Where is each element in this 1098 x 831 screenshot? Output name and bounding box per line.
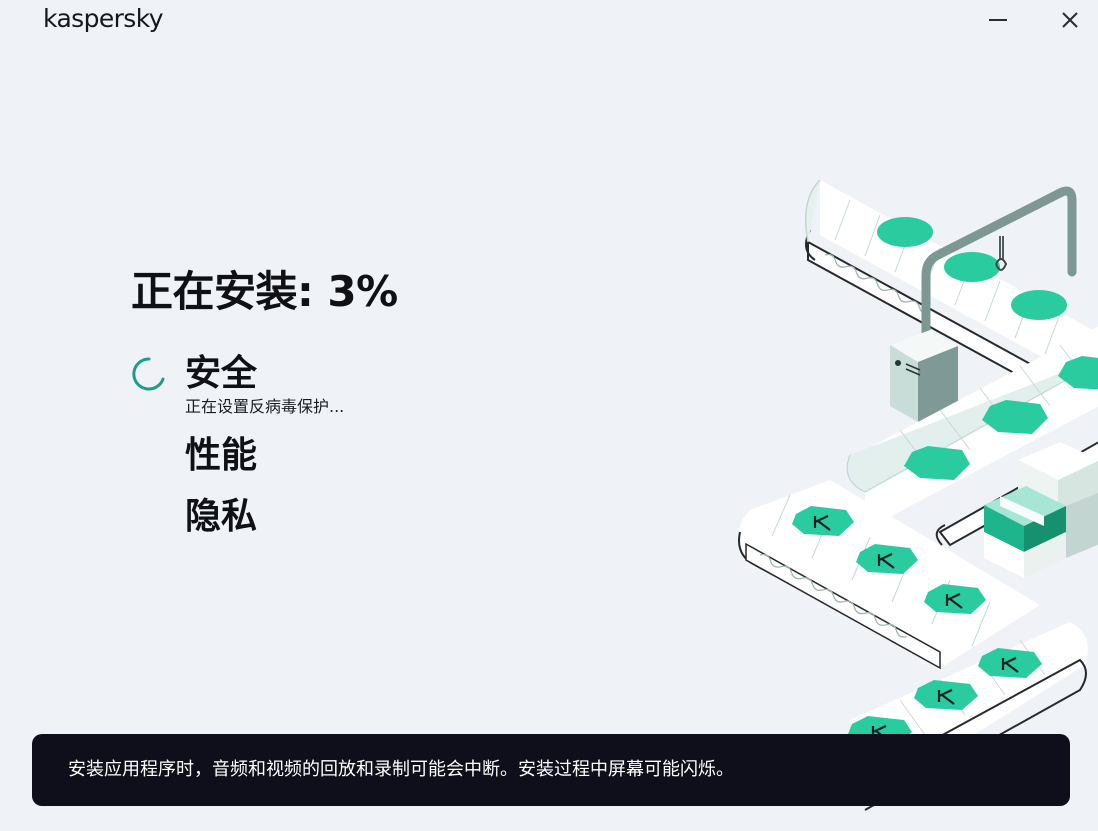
conveyor-belt-lower	[738, 480, 1040, 670]
kaspersky-logo: kaspersky	[43, 4, 164, 33]
step-security-detail: 正在设置反病毒保护...	[185, 397, 345, 416]
conveyor-illustration	[738, 179, 1098, 811]
step-performance-label: 性能	[185, 435, 258, 476]
step-privacy-label: 隐私	[185, 496, 258, 537]
install-progress-title: 正在安装: 3%	[131, 267, 398, 316]
close-icon	[1062, 12, 1078, 28]
robotic-arm	[890, 186, 1077, 422]
minimize-button[interactable]	[984, 6, 1012, 34]
package-boxes	[984, 442, 1098, 578]
minimize-icon	[989, 19, 1007, 21]
notice-text: 安装应用程序时，音频和视频的回放和录制可能会中断。安装过程中屏幕可能闪烁。	[68, 759, 734, 780]
conveyor-belt-middle	[846, 326, 1098, 547]
step-security-label: 安全	[185, 353, 258, 394]
close-button[interactable]	[1056, 6, 1084, 34]
notice-banner: 安装应用程序时，音频和视频的回放和录制可能会中断。安装过程中屏幕可能闪烁。	[32, 734, 1070, 806]
loading-spinner-icon	[132, 357, 165, 391]
